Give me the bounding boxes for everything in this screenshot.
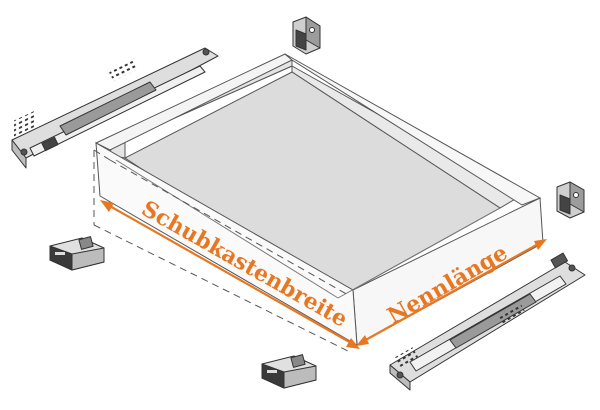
length-arrow-head-start [356,335,369,346]
locking-device-icon [49,236,105,271]
mounting-bracket-icon [292,16,321,55]
rim-back [284,53,542,206]
drawer-runner-icon [11,47,219,169]
mounting-bracket-icon [556,181,585,219]
front-panel-outline [93,149,351,353]
width-arrow-head-start [100,200,114,212]
length-arrow-line [361,242,541,343]
width-arrow-line [107,204,354,345]
width-arrow-head-end [346,338,360,349]
drawer-runner-icon [389,252,586,391]
locking-device-icon [261,354,317,389]
length-arrow-head-end [534,239,547,250]
drawer-box [94,53,544,346]
